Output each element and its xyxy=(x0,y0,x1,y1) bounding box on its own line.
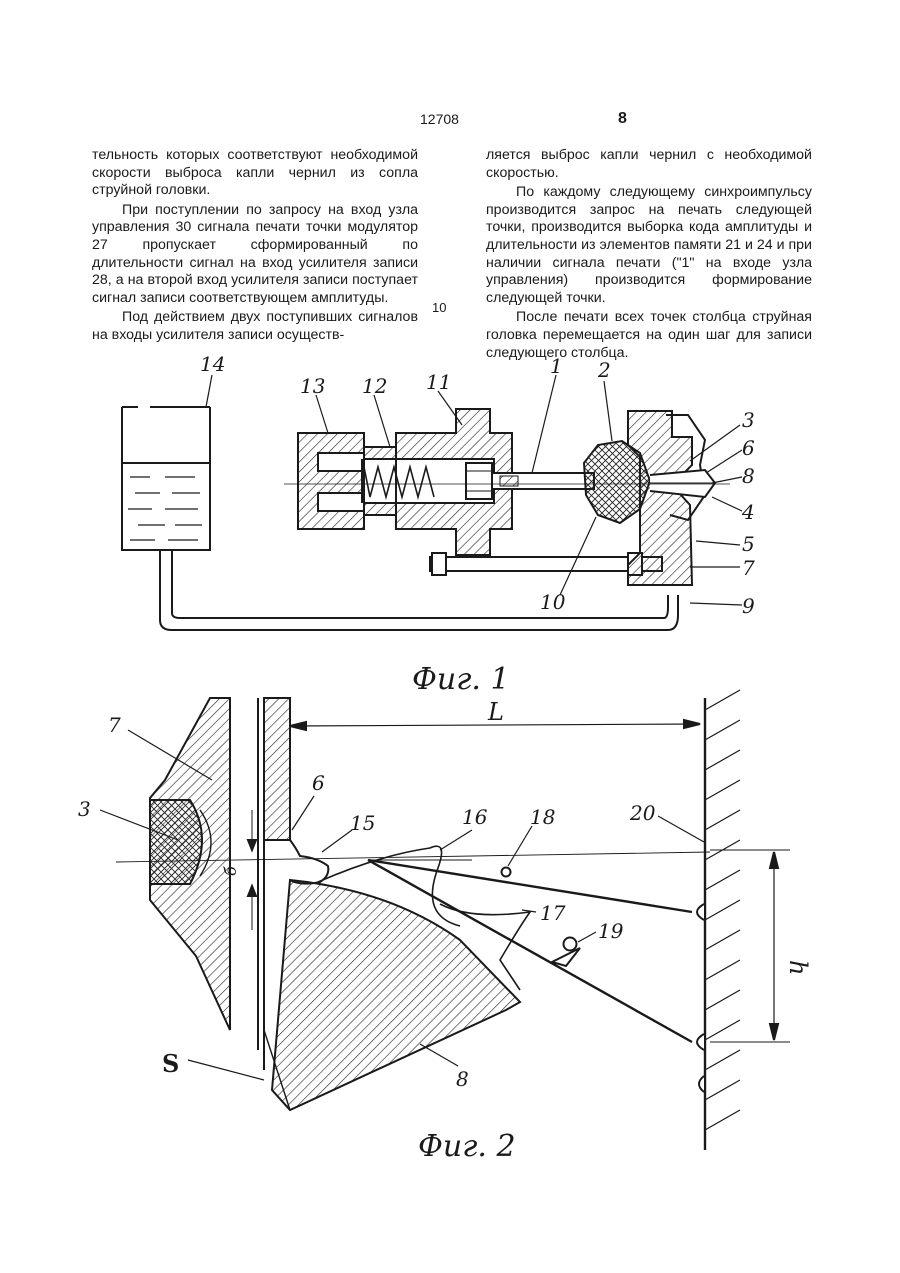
right-paragraph-2: По каждому следующему синхроимпульсу про… xyxy=(486,184,812,307)
fig1-label-13: 13 xyxy=(300,374,325,398)
right-paragraph-1: ляется выброс капли чернил с необходимой… xyxy=(486,147,812,182)
left-paragraph-2: При поступлении по запросу на вход узла … xyxy=(92,202,418,308)
patent-number: 12708 xyxy=(420,111,459,127)
plate-6 xyxy=(264,698,290,840)
fig1-label-12: 12 xyxy=(362,374,387,398)
figure-2: 7 3 6 15 16 18 20 17 19 8 S L h б Фиг. 2 xyxy=(0,690,900,1170)
figure-1: 14 13 12 11 1 2 3 6 8 4 5 7 10 9 Фиг. 1 xyxy=(0,345,900,705)
housing-13 xyxy=(298,433,364,529)
fig2-label-h: h xyxy=(784,960,812,975)
fig1-label-2: 2 xyxy=(597,358,611,382)
fig2-label-15: 15 xyxy=(350,811,375,835)
fig1-label-1: 1 xyxy=(550,354,563,378)
fig1-label-7: 7 xyxy=(742,556,755,580)
fig1-label-10: 10 xyxy=(540,590,566,614)
fig1-label-14: 14 xyxy=(200,352,225,376)
left-paragraph-3: Под действием двух поступивших сигналов … xyxy=(92,309,418,344)
right-text-column: ляется выброс капли чернил с необходимой… xyxy=(486,147,812,362)
line-number: 10 xyxy=(432,300,446,315)
fig2-label-L: L xyxy=(487,698,504,726)
fig2-label-16: 16 xyxy=(462,805,488,829)
piston xyxy=(466,463,492,499)
fig2-label-18: 18 xyxy=(530,805,555,829)
fig1-label-9: 9 xyxy=(742,594,755,618)
fig2-label-3: 3 xyxy=(78,797,91,821)
reservoir-14 xyxy=(122,407,210,550)
fig2-label-b: б xyxy=(221,866,240,876)
fig2-label-17: 17 xyxy=(540,901,566,925)
fig2-label-8: 8 xyxy=(456,1067,469,1091)
left-paragraph-1: тельность которых соответствуют необходи… xyxy=(92,147,418,200)
fig2-label-19: 19 xyxy=(598,919,624,943)
fig2-label-20: 20 xyxy=(629,801,656,825)
fig1-label-11: 11 xyxy=(426,370,451,394)
fig1-label-5: 5 xyxy=(742,532,755,556)
fig2-label-6: 6 xyxy=(312,771,325,795)
figure-2-caption: Фиг. 2 xyxy=(418,1129,516,1164)
fig1-label-4: 4 xyxy=(741,500,755,524)
fig1-label-8: 8 xyxy=(742,464,755,488)
page-number: 8 xyxy=(618,110,627,128)
left-text-column: тельность которых соответствуют необходи… xyxy=(92,147,418,345)
membrane-3 xyxy=(150,800,202,884)
fig2-label-7: 7 xyxy=(108,713,121,737)
fig2-label-S: S xyxy=(162,1049,179,1078)
fig1-label-6: 6 xyxy=(742,436,755,460)
fig1-label-3: 3 xyxy=(742,408,755,432)
